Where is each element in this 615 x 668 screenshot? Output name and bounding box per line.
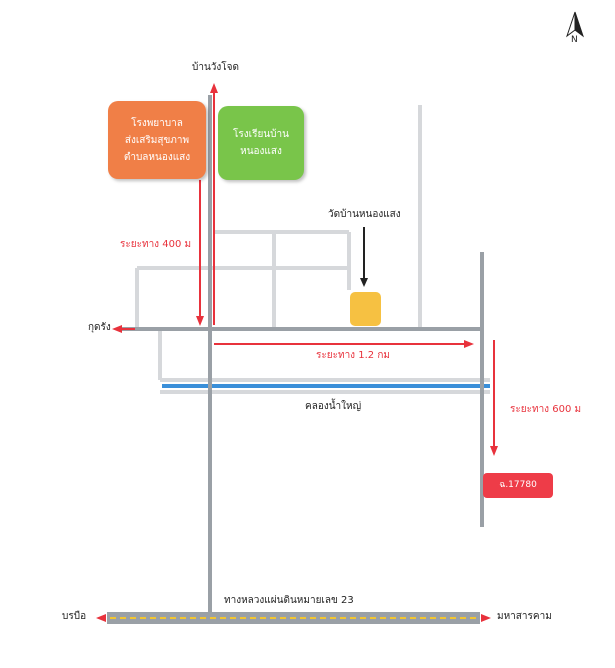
arrow-to-mahasarakham-head (481, 614, 491, 622)
north-label: N (571, 35, 578, 45)
label-kut-rang: กุดรัง (88, 322, 111, 333)
hospital-box: โรงพยาบาล ส่งเสริมสุขภาพ ตำบลหนองแสง (108, 101, 206, 179)
arrows (96, 83, 498, 622)
label-canal: คลองน้ำใหญ่ (305, 401, 362, 412)
arrow-to-ban-wang-chot-head (210, 83, 218, 93)
arrow-to-kut-rang-head (112, 325, 122, 333)
minor-roads (135, 105, 490, 394)
arrow-1200m-head (464, 340, 474, 348)
label-ban-wang-chot: บ้านวังโจด (192, 62, 240, 73)
temple-marker (350, 292, 381, 326)
school-line-1: โรงเรียนบ้าน (233, 129, 289, 140)
road-sign-label: ฉ.17780 (499, 479, 537, 490)
label-mahasarakham: มหาสารคาม (497, 611, 552, 622)
arrow-600m-head (490, 446, 498, 456)
label-temple: วัดบ้านหนองแสง (328, 209, 401, 220)
distance-1200m: ระยะทาง 1.2 กม (316, 350, 390, 361)
label-highway: ทางหลวงแผ่นดินหมายเลข 23 (224, 595, 354, 606)
hospital-line-3: ตำบลหนองแสง (123, 151, 191, 163)
school-line-2: หนองแสง (240, 146, 282, 157)
hospital-line-2: ส่งเสริมสุขภาพ (124, 134, 190, 146)
road-sign: ฉ.17780 (483, 473, 553, 498)
distance-600m: ระยะทาง 600 ม (510, 404, 582, 415)
arrow-to-borabue-head (96, 614, 106, 622)
highway-23 (107, 612, 480, 624)
arrow-400m-head (196, 316, 204, 326)
label-borabue: บรบือ (62, 611, 87, 622)
school-box: โรงเรียนบ้าน หนองแสง (218, 106, 304, 180)
north-arrow-icon (566, 11, 584, 38)
temple-pointer-head (360, 278, 368, 287)
temple-pointer (360, 227, 368, 287)
distance-400m: ระยะทาง 400 ม (120, 239, 192, 250)
hospital-line-1: โรงพยาบาล (131, 117, 183, 129)
main-roads (120, 95, 484, 612)
